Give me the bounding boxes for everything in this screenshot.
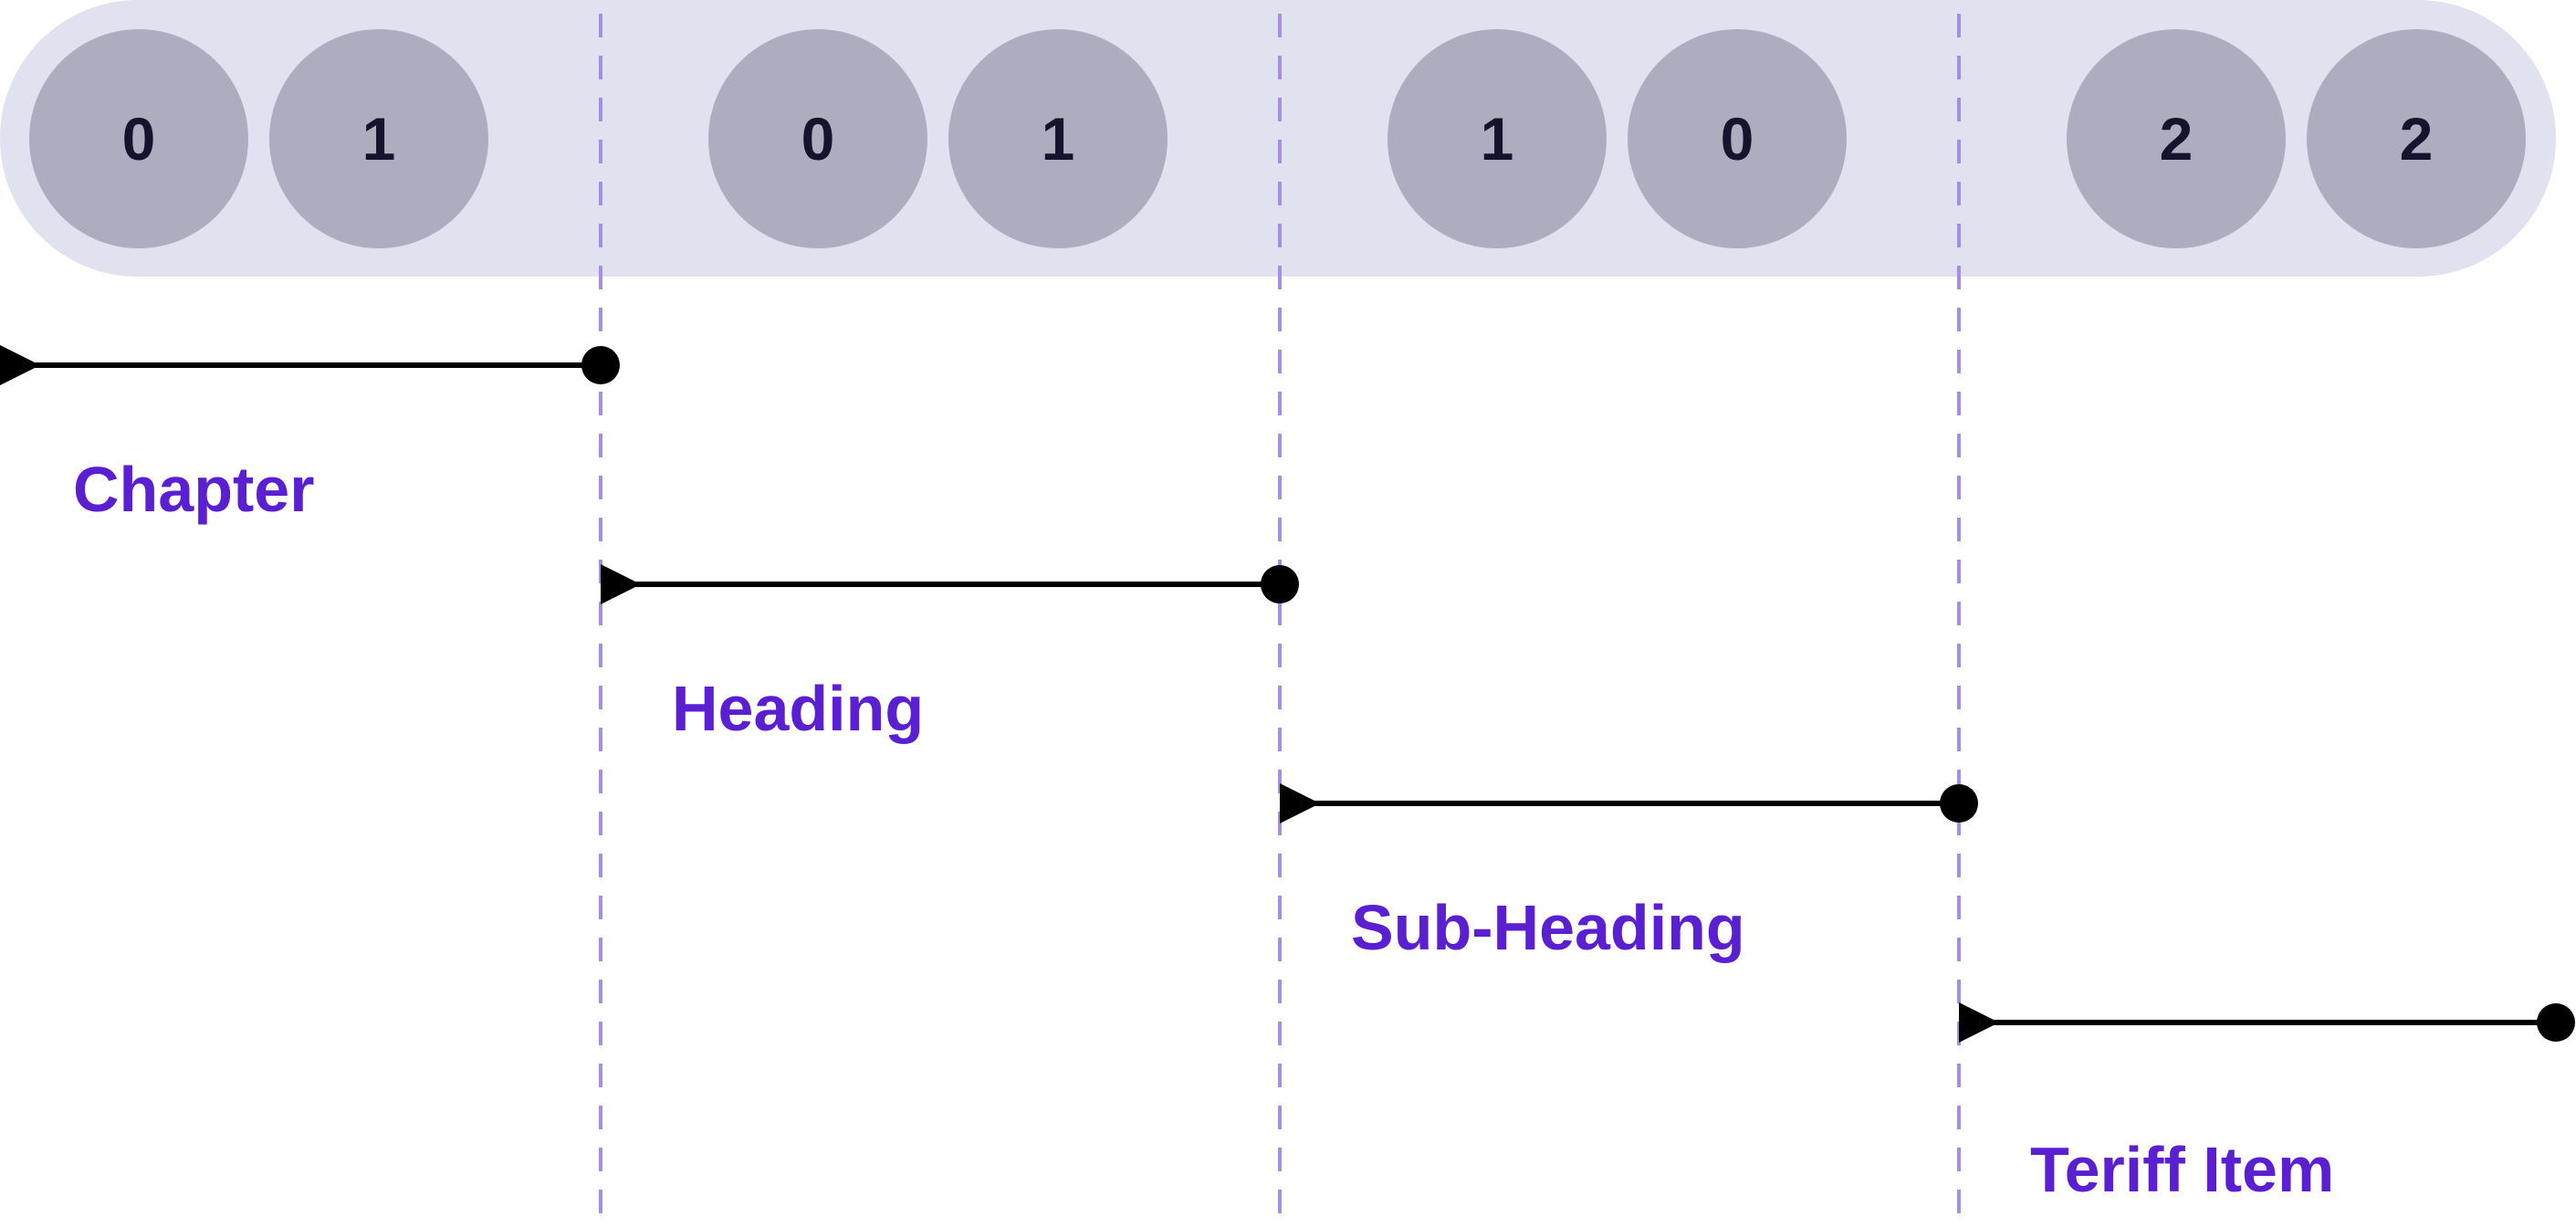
dot-end-icon	[2537, 1003, 2575, 1042]
digit-circle	[29, 29, 248, 248]
level-label: Heading	[672, 673, 924, 744]
digit-text: 0	[122, 105, 156, 173]
level-teriff-item: Teriff Item	[1959, 1002, 2575, 1205]
code-digit: 0	[29, 29, 248, 248]
digit-text: 1	[362, 105, 396, 173]
code-digit: 1	[1387, 29, 1607, 248]
level-label: Sub-Heading	[1351, 892, 1745, 963]
code-digit: 0	[1628, 29, 1847, 248]
digit-text: 2	[2400, 105, 2434, 173]
level-label: Teriff Item	[2030, 1134, 2334, 1205]
digit-circle	[1628, 29, 1847, 248]
digit-circle	[708, 29, 927, 248]
digit-circle	[948, 29, 1168, 248]
dot-end-icon	[1261, 565, 1299, 603]
digit-circle	[1387, 29, 1607, 248]
level-chapter: Chapter	[0, 345, 620, 525]
level-heading: Heading	[601, 564, 1299, 744]
digit-text: 1	[1481, 105, 1514, 173]
code-band	[0, 0, 2556, 277]
digit-text: 0	[1721, 105, 1754, 173]
level-label: Chapter	[73, 454, 314, 525]
code-digit: 0	[708, 29, 927, 248]
dot-end-icon	[581, 346, 620, 384]
code-digit: 1	[948, 29, 1168, 248]
code-digits: 0 1 0 1 1 0 2 2	[29, 29, 2526, 248]
dot-end-icon	[1940, 784, 1978, 823]
digit-circle	[2307, 29, 2526, 248]
digit-circle	[269, 29, 488, 248]
digit-circle	[2067, 29, 2286, 248]
code-digit: 2	[2307, 29, 2526, 248]
digit-text: 1	[1042, 105, 1075, 173]
code-digit: 2	[2067, 29, 2286, 248]
digit-text: 2	[2160, 105, 2194, 173]
digit-text: 0	[801, 105, 835, 173]
code-digit: 1	[269, 29, 488, 248]
level-sub-heading: Sub-Heading	[1280, 783, 1978, 963]
